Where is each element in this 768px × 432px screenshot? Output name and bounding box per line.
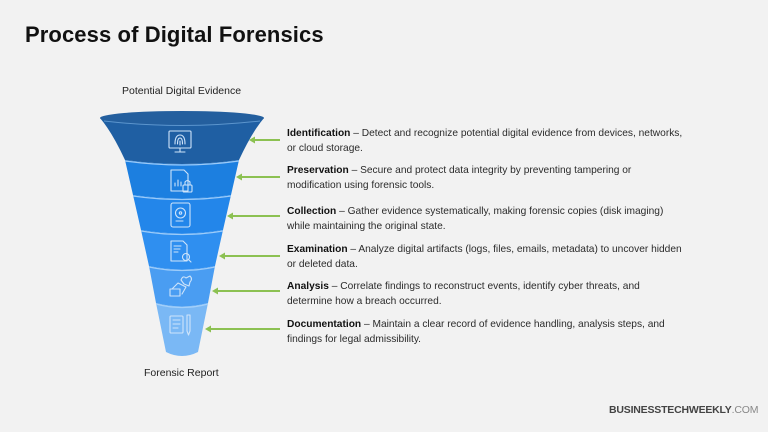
arrow-preservation — [236, 173, 280, 181]
arrow-identification — [249, 136, 280, 144]
step-name: Identification — [287, 128, 351, 139]
funnel-bottom-label: Forensic Report — [144, 367, 219, 379]
step-analysis: Analysis – Correlate findings to reconst… — [287, 281, 640, 307]
step-description: Detect and recognize potential digital e… — [287, 128, 683, 154]
file-chart-lock-icon — [170, 169, 193, 193]
arrow-documentation — [205, 325, 280, 333]
funnel-band-analysis — [149, 266, 215, 307]
step-documentation: Documentation – Maintain a clear record … — [287, 319, 665, 345]
document-search-icon — [170, 240, 192, 263]
step-description: Maintain a clear record of evidence hand… — [287, 319, 665, 345]
step-examination: Examination – Analyze digital artifacts … — [287, 244, 682, 270]
arrow-analysis — [212, 287, 280, 295]
step-description: Secure and protect data integrity by pre… — [287, 165, 632, 191]
step-name: Examination — [287, 244, 348, 255]
brand-name: BUSINESSTECHWEEKLY — [609, 404, 732, 416]
step-description: Analyze digital artifacts (logs, files, … — [287, 244, 682, 270]
monitor-fingerprint-icon — [168, 130, 192, 153]
step-description: Correlate findings to reconstruct events… — [287, 281, 640, 307]
step-identification: Identification – Detect and recognize po… — [287, 128, 683, 154]
checklist-pen-icon — [169, 314, 191, 336]
brand-logo: BUSINESSTECHWEEKLY.COM — [609, 404, 758, 416]
funnel-band-documentation — [156, 303, 208, 356]
step-name: Documentation — [287, 319, 362, 330]
step-collection: Collection – Gather evidence systematica… — [287, 206, 664, 232]
step-name: Preservation — [287, 165, 349, 176]
puzzle-hand-icon — [169, 275, 193, 297]
step-name: Collection — [287, 206, 337, 217]
brand-suffix: .COM — [731, 404, 759, 416]
arrow-collection — [227, 212, 280, 220]
step-description: Gather evidence systematically, making f… — [287, 206, 664, 232]
hard-drive-icon — [170, 202, 191, 228]
page-title: Process of Digital Forensics — [25, 22, 324, 47]
arrow-examination — [219, 252, 280, 260]
funnel-top-rim — [100, 111, 264, 125]
funnel-band-preservation — [125, 160, 239, 199]
step-name: Analysis — [287, 281, 329, 292]
funnel-top-label: Potential Digital Evidence — [122, 85, 242, 97]
funnel-band-collection — [133, 195, 231, 234]
step-preservation: Preservation – Secure and protect data i… — [287, 165, 632, 191]
funnel-band-examination — [141, 230, 223, 270]
